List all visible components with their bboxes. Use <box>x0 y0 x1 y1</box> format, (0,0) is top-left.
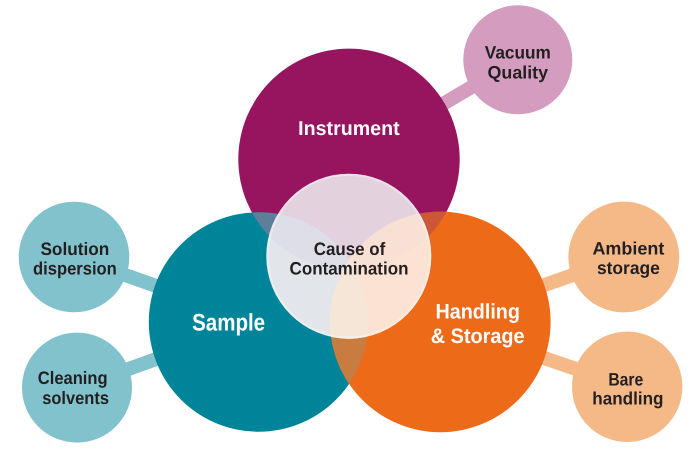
svg-text:Cleaning: Cleaning <box>38 368 108 388</box>
svg-text:handling: handling <box>592 389 663 409</box>
svg-text:& Storage: & Storage <box>431 325 525 348</box>
svg-text:Quality: Quality <box>488 63 549 83</box>
svg-text:Solution: Solution <box>40 239 109 259</box>
svg-text:Sample: Sample <box>192 310 265 337</box>
svg-text:Bare: Bare <box>608 370 643 390</box>
svg-text:Instrument: Instrument <box>298 118 400 140</box>
svg-text:Ambient: Ambient <box>592 239 664 259</box>
svg-text:storage: storage <box>597 258 660 278</box>
svg-text:Cause of: Cause of <box>314 239 386 259</box>
svg-text:solvents: solvents <box>42 388 109 408</box>
svg-text:Handling: Handling <box>435 301 520 324</box>
svg-text:Vacuum: Vacuum <box>485 42 551 62</box>
svg-text:dispersion: dispersion <box>33 258 117 278</box>
svg-text:Contamination: Contamination <box>290 258 409 278</box>
